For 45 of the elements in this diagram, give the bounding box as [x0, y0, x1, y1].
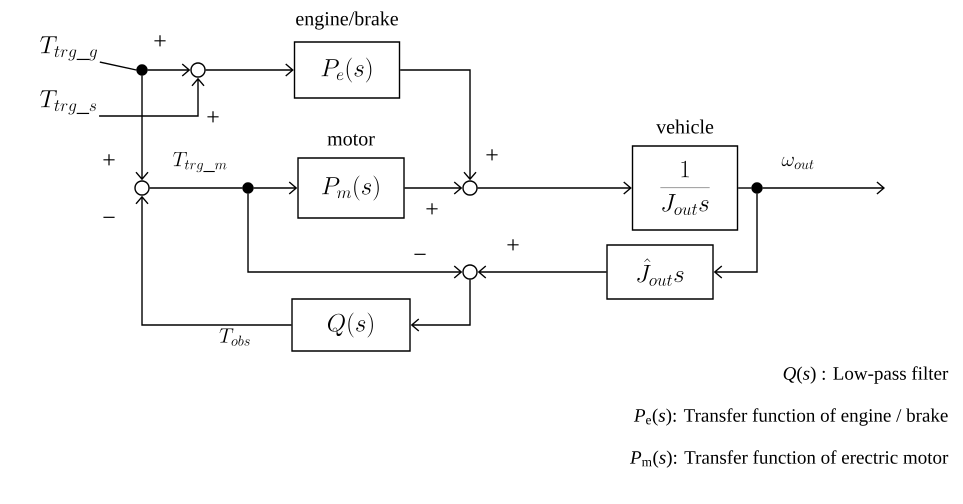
note: P$_{m}$(s): Transfer function of erectric motor — [630, 450, 948, 468]
arrow — [135, 196, 292, 326]
block-box: $Q(s)$ — [291, 298, 411, 352]
arrow — [762, 181, 886, 195]
note: Q(s) : Low-pass filter — [784, 366, 948, 384]
branch-dot — [751, 182, 763, 194]
block-title: vehicle — [656, 120, 714, 134]
arrow — [714, 194, 758, 279]
sign: + — [103, 154, 115, 166]
block-title: engine/brake — [296, 11, 398, 30]
sign: − — [103, 216, 115, 218]
signal-label: $T_{obs}$ — [220, 328, 250, 346]
input-label: $T_{trg\_g}$ — [40, 36, 97, 60]
sign: + — [154, 35, 166, 46]
block-box: $P_{m}(s)$ — [297, 157, 405, 219]
sign: + — [426, 203, 438, 214]
arrow — [410, 280, 471, 332]
block-box: $\hat{J}_{out}s$ — [606, 244, 714, 300]
arrow — [148, 63, 190, 77]
sign: + — [507, 239, 519, 250]
block-box: $\frac{1}{J_{out}s}$ — [632, 145, 738, 231]
sign: − — [414, 254, 426, 255]
signal-label: $\omega_{out}$ — [782, 156, 814, 170]
summing-junction — [190, 62, 206, 78]
block-box: $P_{e}(s)$ — [294, 41, 400, 99]
sign: + — [207, 111, 219, 122]
arrow — [206, 63, 294, 77]
arrow — [254, 181, 298, 195]
summing-junction — [134, 180, 150, 196]
arrow — [478, 265, 606, 279]
note: P$_{e}$(s): Transfer function of engine / brake — [634, 408, 948, 426]
arrow — [400, 69, 477, 180]
arrow — [404, 181, 462, 195]
signal-label: $T_{trg\_m}$ — [173, 152, 226, 172]
block-title: motor — [328, 134, 375, 146]
branch-dot — [242, 182, 254, 194]
arrow — [247, 194, 462, 279]
sign: + — [486, 149, 498, 160]
summing-junction — [462, 180, 478, 196]
branch-dot — [136, 64, 148, 76]
arrow — [135, 76, 149, 180]
arrow — [99, 78, 205, 117]
summing-junction — [462, 264, 478, 280]
arrow — [478, 181, 632, 195]
input-label: $T_{trg\_s}$ — [40, 90, 96, 114]
